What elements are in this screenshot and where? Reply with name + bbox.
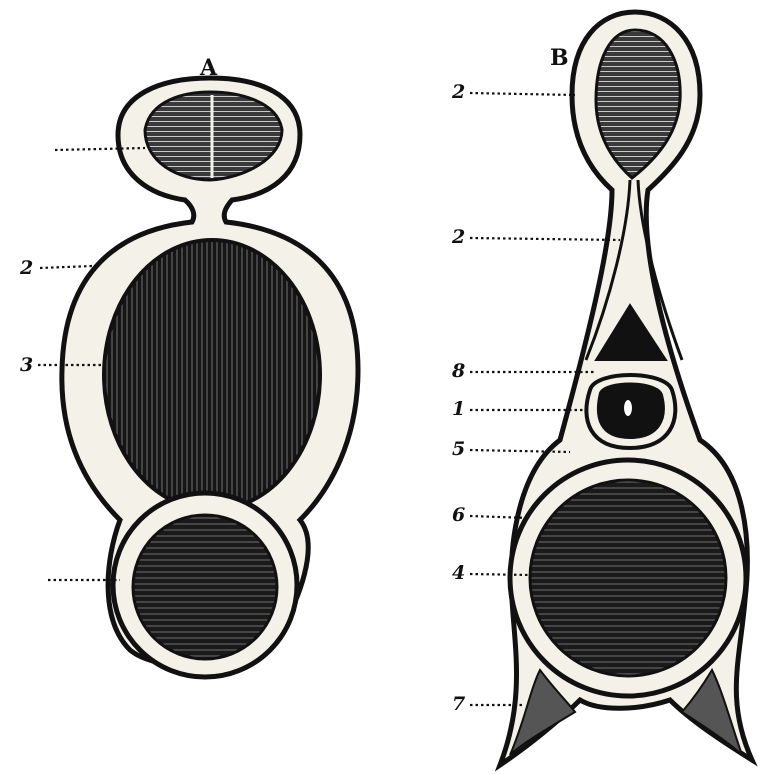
panel-b-label-ring: 6 <box>452 504 465 526</box>
panel-b-large-cavity <box>530 480 726 676</box>
panel-b-title: B <box>550 45 569 71</box>
panel-b-label-neck: 2 <box>451 226 465 248</box>
panel-a-label-wall: 2 <box>19 257 33 279</box>
panel-a: A 2 3 <box>19 55 358 677</box>
panel-b-label-small-cavity: 1 <box>452 398 465 420</box>
panel-a-large-cavity <box>104 240 320 510</box>
panel-b-label-spur: 7 <box>452 693 465 715</box>
panel-a-label-large-cavity: 3 <box>20 354 33 376</box>
panel-b-label-top-cavity: 2 <box>451 81 465 103</box>
panel-b: B 2 2 8 1 5 6 4 <box>451 12 752 765</box>
panel-b-label-large-cavity: 4 <box>452 562 465 584</box>
panel-a-bottom-cavity <box>133 515 277 659</box>
panel-b-label-small-wall: 5 <box>452 438 465 460</box>
panel-b-label-triangle-cavity: 8 <box>451 360 465 382</box>
